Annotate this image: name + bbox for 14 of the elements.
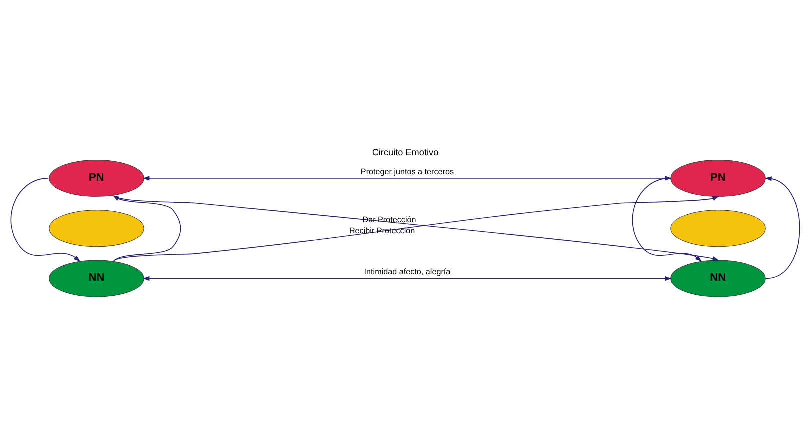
node-ellipse: PN [49, 160, 144, 197]
arrow [10, 178, 80, 262]
arrow [112, 196, 182, 262]
diagram-title: Circuito Emotivo [372, 147, 439, 158]
node-ellipse [670, 210, 766, 248]
arrow [143, 276, 672, 282]
arrow [632, 178, 702, 262]
node-ellipse: NN [49, 260, 144, 298]
node-ellipse: PN [670, 160, 766, 197]
node-ellipse: NN [670, 260, 766, 298]
arrow [765, 176, 800, 280]
edge-label: Intimidad afecto, alegría [364, 268, 451, 277]
edge-label: Proteger juntos a terceros [360, 167, 454, 176]
node-ellipse [49, 210, 144, 248]
